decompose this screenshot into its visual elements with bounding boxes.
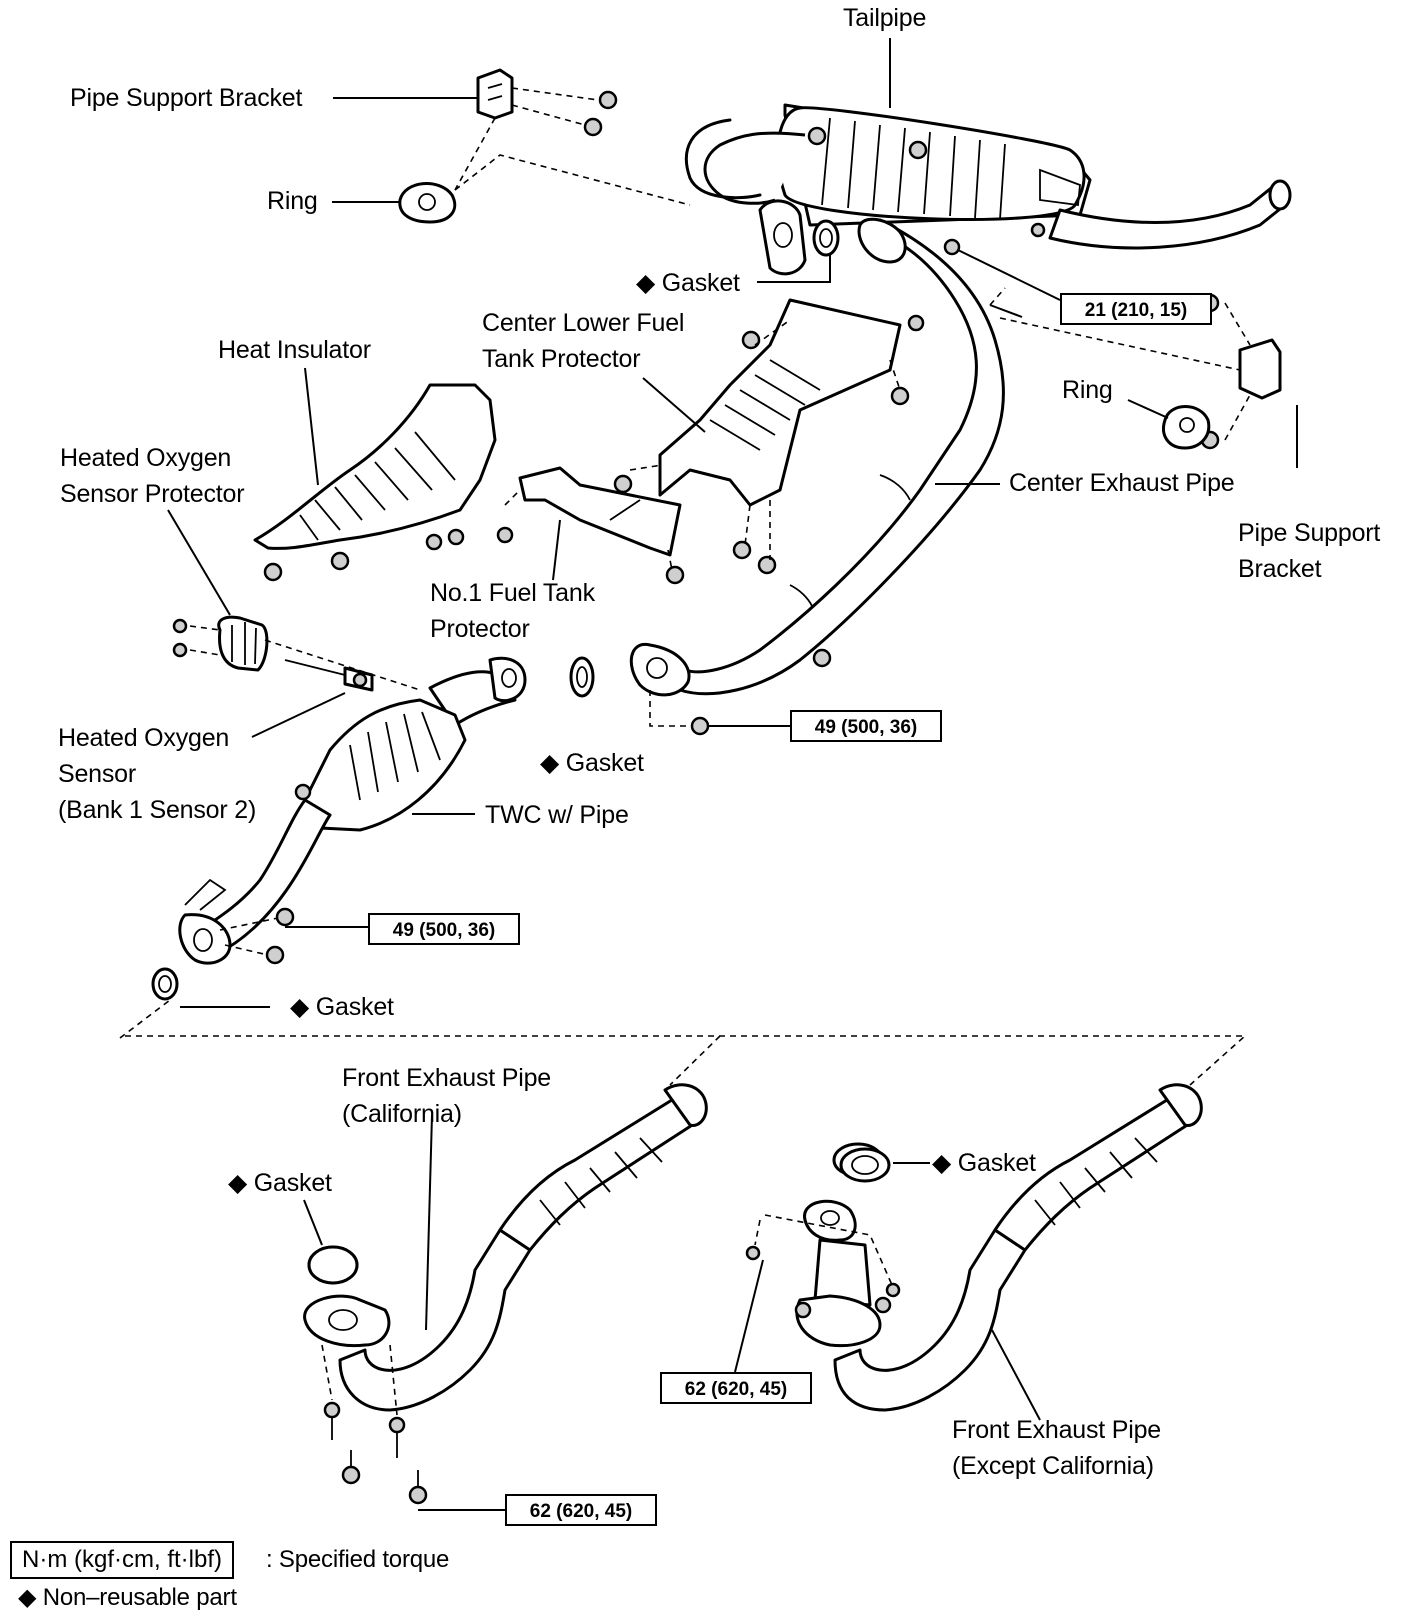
label-heated-oxygen-sensor-protector: Heated Oxygen Sensor Protector	[60, 444, 245, 508]
front-exhaust-pipe-california-drawing	[303, 1083, 708, 1505]
heated-oxygen-sensor-protector-drawing	[172, 615, 421, 691]
non-reusable-marker: ◆	[290, 993, 310, 1021]
label-center-exhaust-pipe: Center Exhaust Pipe	[1009, 469, 1235, 497]
label-ring-left: Ring	[267, 187, 318, 215]
gasket-text: Gasket	[253, 1169, 332, 1197]
label-tailpipe: Tailpipe	[843, 4, 927, 32]
gasket-text: Gasket	[957, 1149, 1036, 1177]
heated-oxygen-sensor-drawing	[284, 659, 374, 692]
label-pipe-support-bracket-top: Pipe Support Bracket	[70, 84, 303, 112]
center-lower-fuel-tank-protector-drawing	[613, 298, 910, 575]
non-reusable-marker: ◆	[540, 749, 560, 777]
non-reusable-marker: ◆	[18, 1584, 37, 1611]
torque-box-tailpipe: 21 (210, 15)	[1060, 293, 1212, 325]
label-pipe-support-bracket-right: Pipe Support Bracket	[1238, 519, 1381, 583]
label-ring-right: Ring	[1062, 376, 1113, 404]
non-reusable-marker: ◆	[228, 1169, 248, 1197]
front-exhaust-pipe-except-california-drawing	[745, 1083, 1203, 1412]
twc-with-pipe-drawing	[178, 656, 527, 965]
gasket-text: Gasket	[661, 269, 740, 297]
non-reusable-marker: ◆	[932, 1149, 952, 1177]
gasket-middle-drawing	[569, 656, 595, 698]
gasket-top-drawing	[758, 199, 840, 276]
tailpipe-muffler-drawing	[684, 103, 1292, 250]
torque-box-front-california: 62 (620, 45)	[505, 1494, 657, 1526]
pipe-support-bracket-top-drawing	[454, 68, 618, 191]
legend-torque-text: : Specified torque	[266, 1546, 450, 1573]
label-front-exhaust-pipe-california: Front Exhaust Pipe (California)	[342, 1064, 552, 1128]
heat-insulator-drawing	[253, 383, 497, 582]
label-gasket-top: ◆ Gasket	[636, 265, 740, 301]
label-twc-with-pipe: TWC w/ Pipe	[485, 801, 629, 829]
gasket-california-drawing	[307, 1245, 359, 1285]
label-gasket-california: ◆ Gasket	[228, 1165, 332, 1201]
legend-torque-unit-box: N·m (kgf·cm, ft·lbf)	[10, 1541, 234, 1579]
gasket-text: Gasket	[565, 749, 644, 777]
label-gasket-lower-left: ◆ Gasket	[290, 989, 394, 1025]
torque-box-front-except-california: 62 (620, 45)	[660, 1372, 812, 1404]
ring-left-drawing	[398, 154, 691, 224]
label-no1-fuel-tank-protector: No.1 Fuel Tank Protector	[430, 579, 595, 643]
gasket-text: Gasket	[315, 993, 394, 1021]
center-exhaust-pipe-drawing	[629, 217, 1005, 736]
torque-box-center-pipe: 49 (500, 36)	[790, 710, 942, 742]
section-divider	[119, 999, 1248, 1086]
torque-box-twc: 49 (500, 36)	[368, 913, 520, 945]
label-heat-insulator: Heat Insulator	[218, 336, 371, 364]
no1-fuel-tank-protector-drawing	[496, 466, 685, 585]
non-reusable-marker: ◆	[636, 269, 656, 297]
gasket-except-california-drawing	[839, 1147, 891, 1183]
ring-right-drawing	[1162, 405, 1211, 450]
label-gasket-except-california: ◆ Gasket	[932, 1145, 1036, 1181]
legend-non-reusable: ◆ Non–reusable part	[18, 1580, 237, 1616]
label-gasket-middle: ◆ Gasket	[540, 745, 644, 781]
legend-non-reusable-text: Non–reusable part	[42, 1584, 237, 1611]
label-front-exhaust-pipe-except-california: Front Exhaust Pipe (Except California)	[952, 1416, 1162, 1480]
gasket-lower-left-drawing	[151, 967, 179, 1001]
leader-lines	[167, 38, 1298, 1511]
label-heated-oxygen-sensor: Heated Oxygen Sensor (Bank 1 Sensor 2)	[58, 724, 257, 824]
label-center-lower-fuel-tank-protector: Center Lower Fuel Tank Protector	[482, 309, 685, 373]
